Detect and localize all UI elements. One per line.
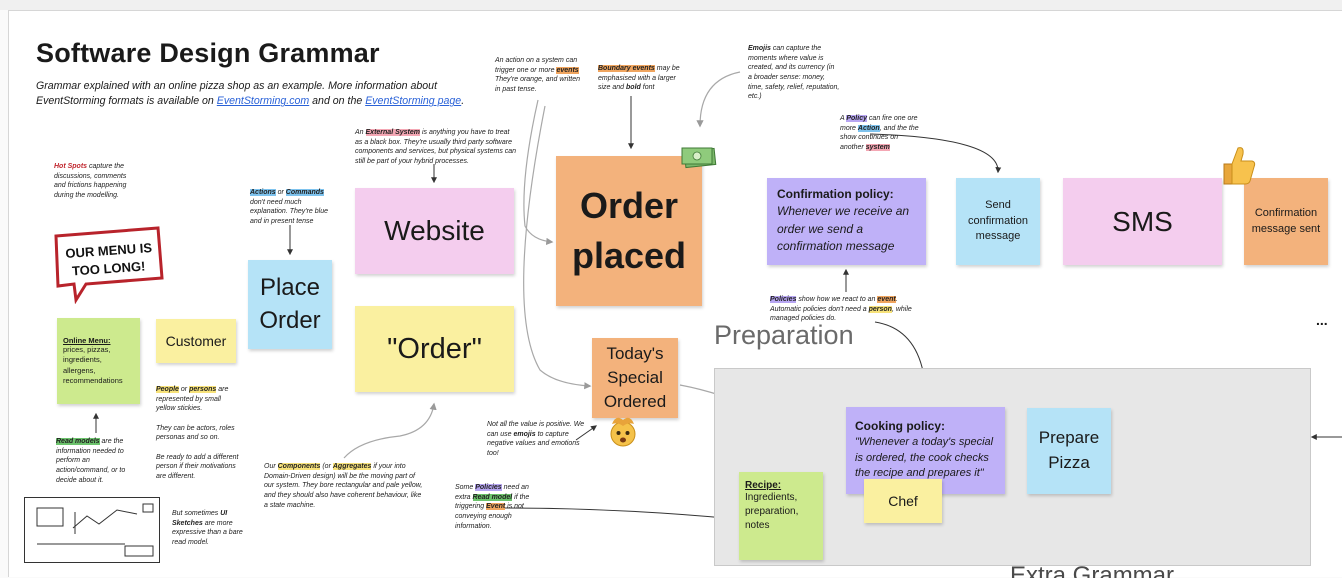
place-order-command[interactable]: Place Order [248,260,332,349]
confirmation-policy-body: Whenever we receive an order we send a c… [777,204,910,254]
order-aggregate[interactable]: "Order" [355,306,514,392]
note-ui-sketches: But sometimes UI Sketches are more expre… [172,510,243,546]
hotspot-sticker[interactable]: OUR MENU IS TOO LONG! [50,224,165,304]
chef-person[interactable]: Chef [864,479,942,523]
note-read-models: Read models are the information needed t… [56,438,126,484]
customer-person[interactable]: Customer [156,319,236,363]
preparation-label: Preparation [714,320,854,350]
board-top-bar [0,0,1342,10]
online-menu-heading: Online Menu: [63,336,111,346]
note-policies-react: Policies show how we react to an event. … [770,296,912,323]
exploding-head-icon [610,417,636,447]
more-options-indicator[interactable]: ... [1316,312,1328,328]
send-confirmation-command[interactable]: Send confirmation message [956,178,1040,265]
ui-sketch-drawing [36,503,154,557]
note-external-system: An External System is anything you have … [355,129,517,165]
prepare-pizza-command[interactable]: Prepare Pizza [1027,408,1111,494]
note-policy-fire: A Policy can fire one ore more Action, a… [840,115,919,151]
note-hot-spots: Hot Spots capture the discussions, comme… [54,163,127,199]
online-menu-body: prices, pizzas, ingredients, allergens, … [63,345,123,385]
order-placed-boundary-event[interactable]: Order placed [556,156,702,306]
note-emojis: Emojis can capture the moments where val… [748,45,840,101]
ui-sketch[interactable] [24,497,160,563]
note-boundary-events: Boundary events may be emphasised with a… [598,65,680,92]
online-menu-read-model[interactable]: Online Menu: prices, pizzas, ingredients… [57,318,140,404]
confirmation-policy[interactable]: Confirmation policy: Whenever we receive… [767,178,926,265]
eventstorming-page-link[interactable]: EventStorming page [365,95,462,108]
note-events: An action on a system can trigger one or… [495,57,580,93]
recipe-heading: Recipe: [745,480,782,491]
thumbs-up-icon [1223,147,1256,185]
todays-special-ordered-event[interactable]: Today's Special Ordered [592,338,678,418]
note-people: People or persons are represented by sma… [156,386,239,480]
cooking-policy-heading: Cooking policy: [855,419,945,434]
note-components: Our Components (or Aggregates if your in… [264,463,423,509]
website-external-system[interactable]: Website [355,188,514,274]
board-title: Software Design Grammar [36,38,380,68]
hotspot-line1: OUR MENU IS [65,240,153,261]
sms-external-system[interactable]: SMS [1063,178,1222,265]
extra-grammar-label: Extra Grammar [1010,562,1175,578]
confirmation-sent-event[interactable]: Confirmation message sent [1244,178,1328,265]
hotspot-line2: TOO LONG! [72,258,146,278]
note-not-all-value: Not all the value is positive. We can us… [487,421,585,457]
recipe-body: Ingredients, preparation, notes [745,492,799,531]
note-actions: Actions or Commands don't need much expl… [250,189,328,225]
cooking-policy-body: "Whenever a today's special is ordered, … [855,436,994,480]
banknote-icon [681,147,717,169]
recipe-read-model[interactable]: Recipe: Ingredients, preparation, notes [739,472,823,560]
note-some-policies: Some Policies need an extra Read model i… [455,484,530,530]
board-subtitle: Grammar explained with an online pizza s… [36,80,465,108]
eventstorming-com-link[interactable]: EventStorming.com [216,95,310,108]
confirmation-policy-heading: Confirmation policy: [777,187,894,202]
